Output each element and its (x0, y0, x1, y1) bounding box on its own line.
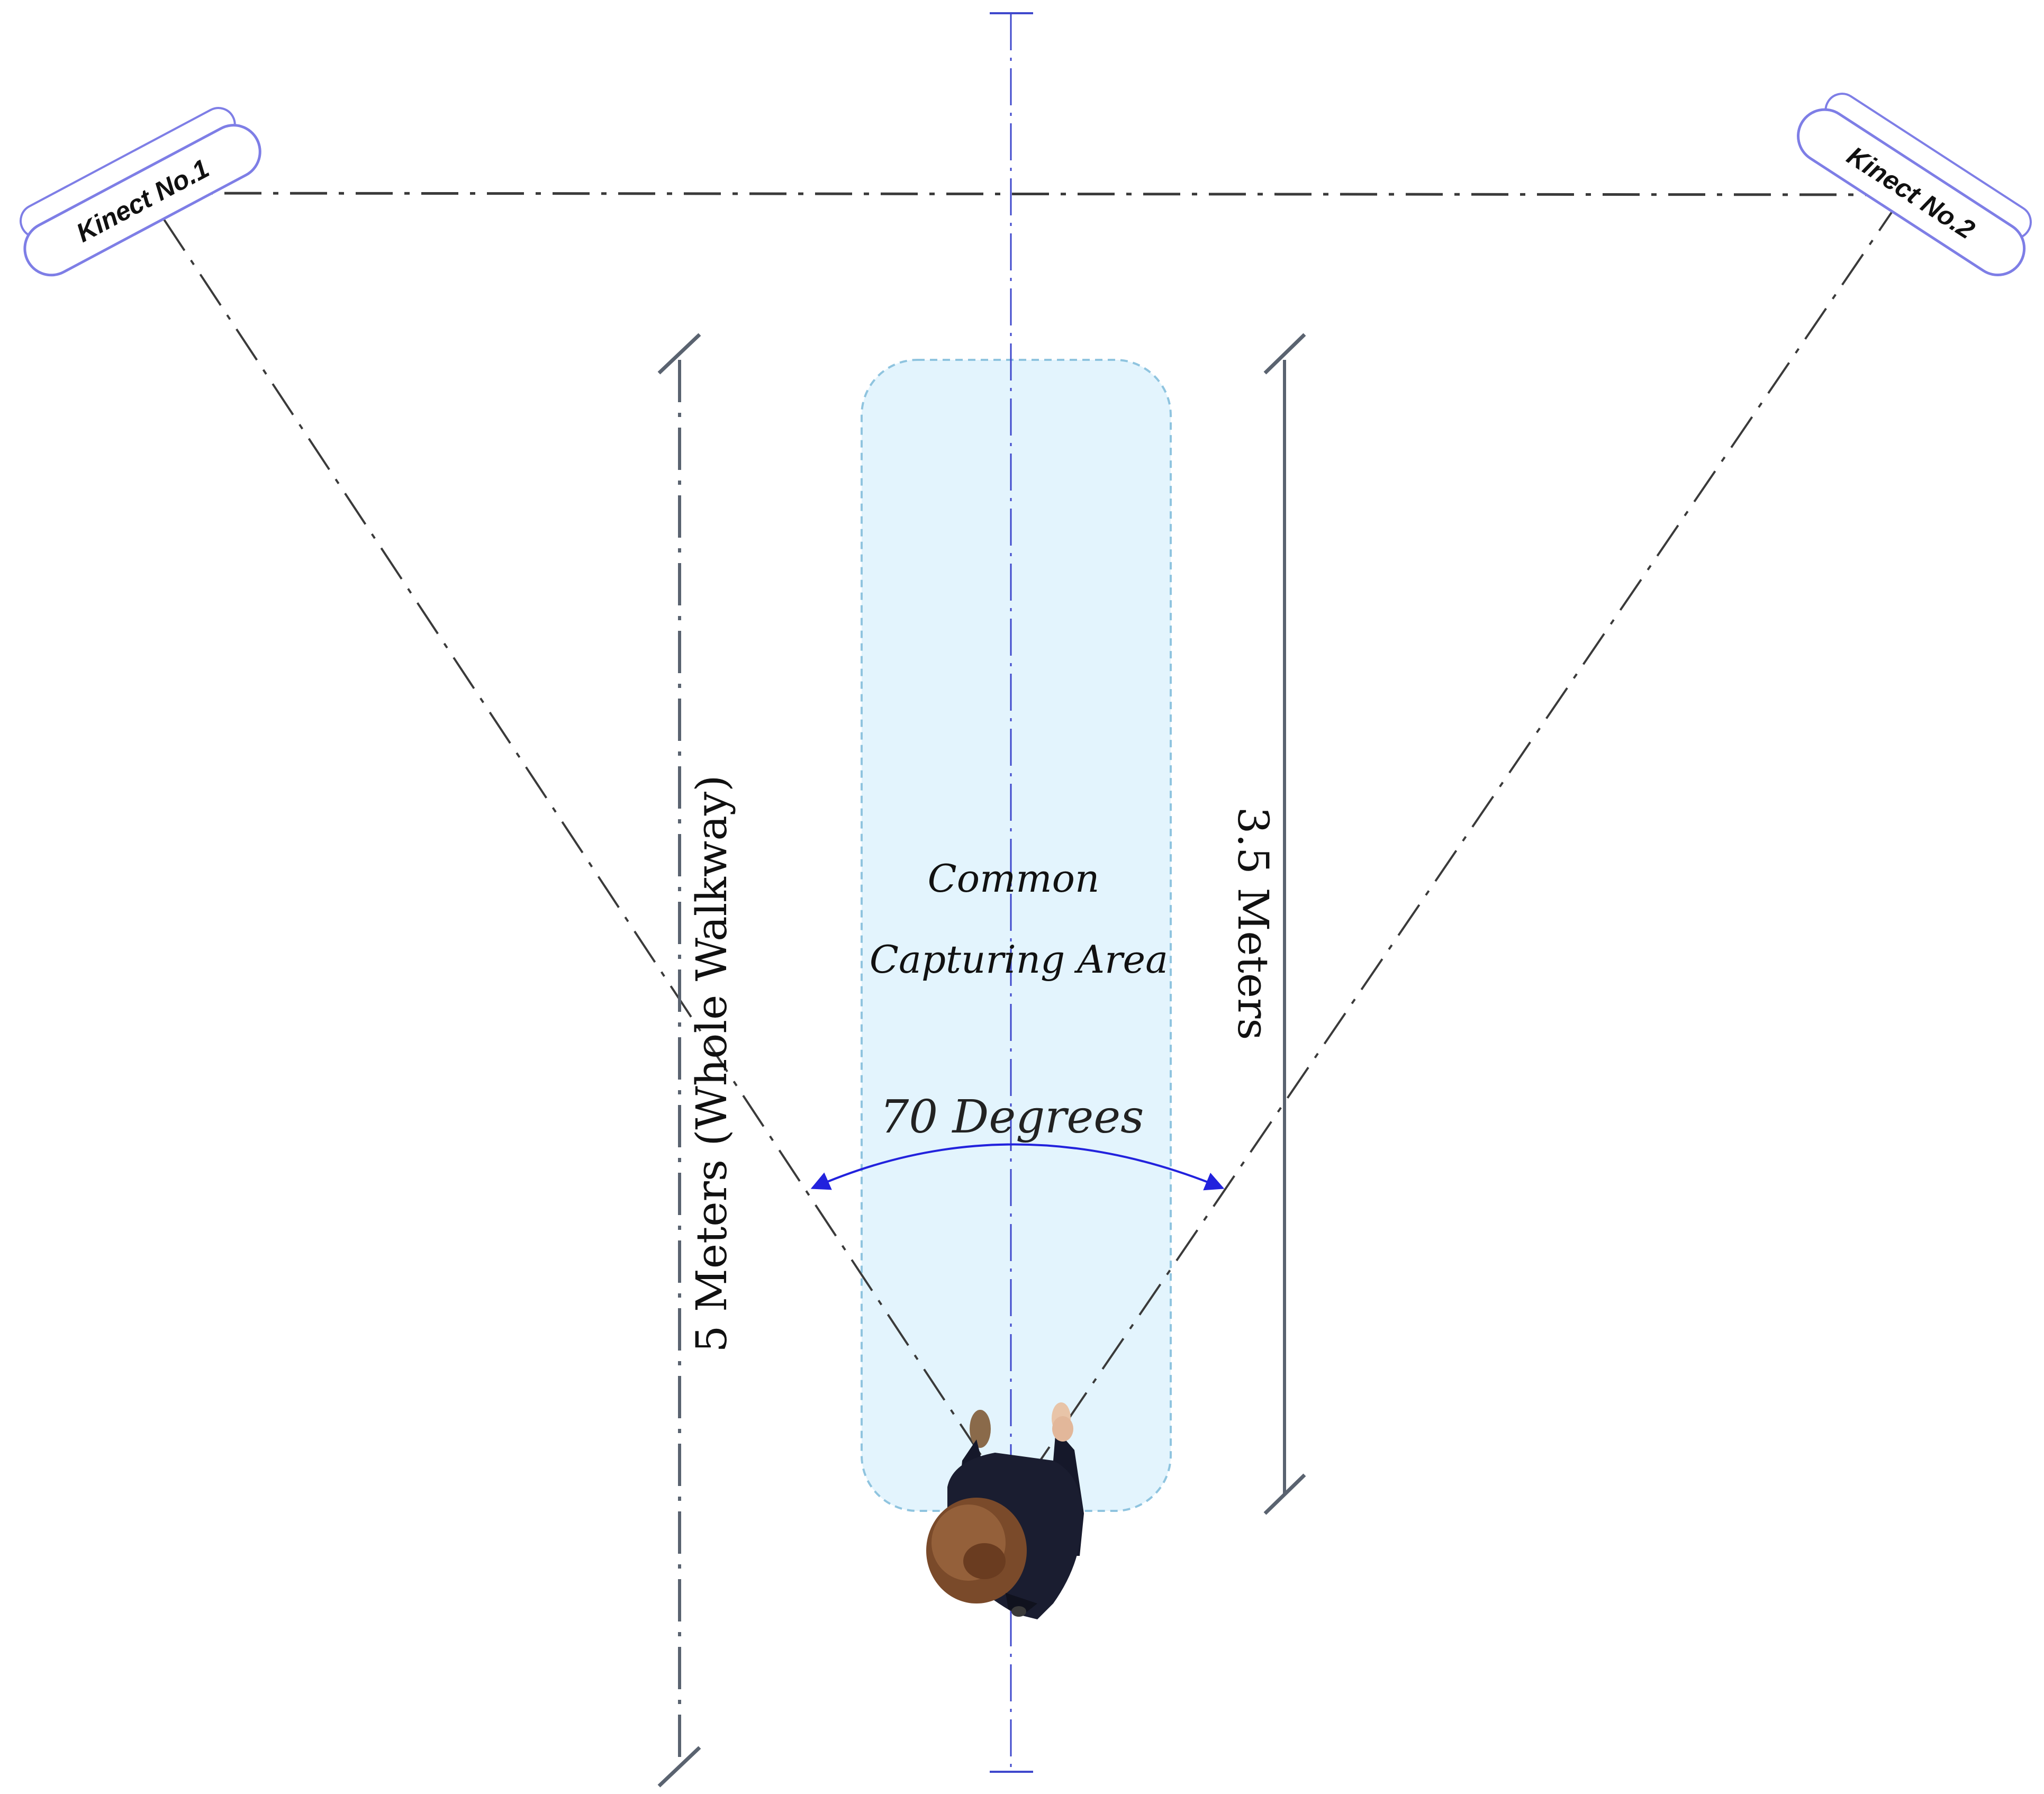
kinect-1-fov-line (163, 219, 991, 1470)
capture-dimension-bottom-tick (1263, 1473, 1306, 1515)
area-label-line1: Common (928, 856, 1100, 901)
sensor-baseline (158, 192, 1887, 196)
kinect-1-sensor: Kinect No.1 (20, 107, 261, 277)
kinect-2-sensor: Kinect No.2 (1797, 93, 2032, 277)
capture-dimension-label: 3.5 Meters (1228, 807, 1278, 1040)
capture-dimension-top-tick (1263, 333, 1306, 375)
kinect-2-fov-line (1034, 199, 1901, 1470)
walkway-dimension-bottom-tick (657, 1746, 701, 1788)
area-label-line2: Capturing Area (870, 937, 1168, 982)
person-walking-top-view-icon (926, 1402, 1084, 1619)
angle-label: 70 Degrees (880, 1091, 1144, 1144)
walkway-dimension-label: 5 Meters (Whole Walkway) (687, 775, 736, 1353)
common-capturing-area (861, 359, 1172, 1512)
angle-arc (810, 1143, 1225, 1191)
walkway-dimension-top-tick (657, 333, 701, 375)
